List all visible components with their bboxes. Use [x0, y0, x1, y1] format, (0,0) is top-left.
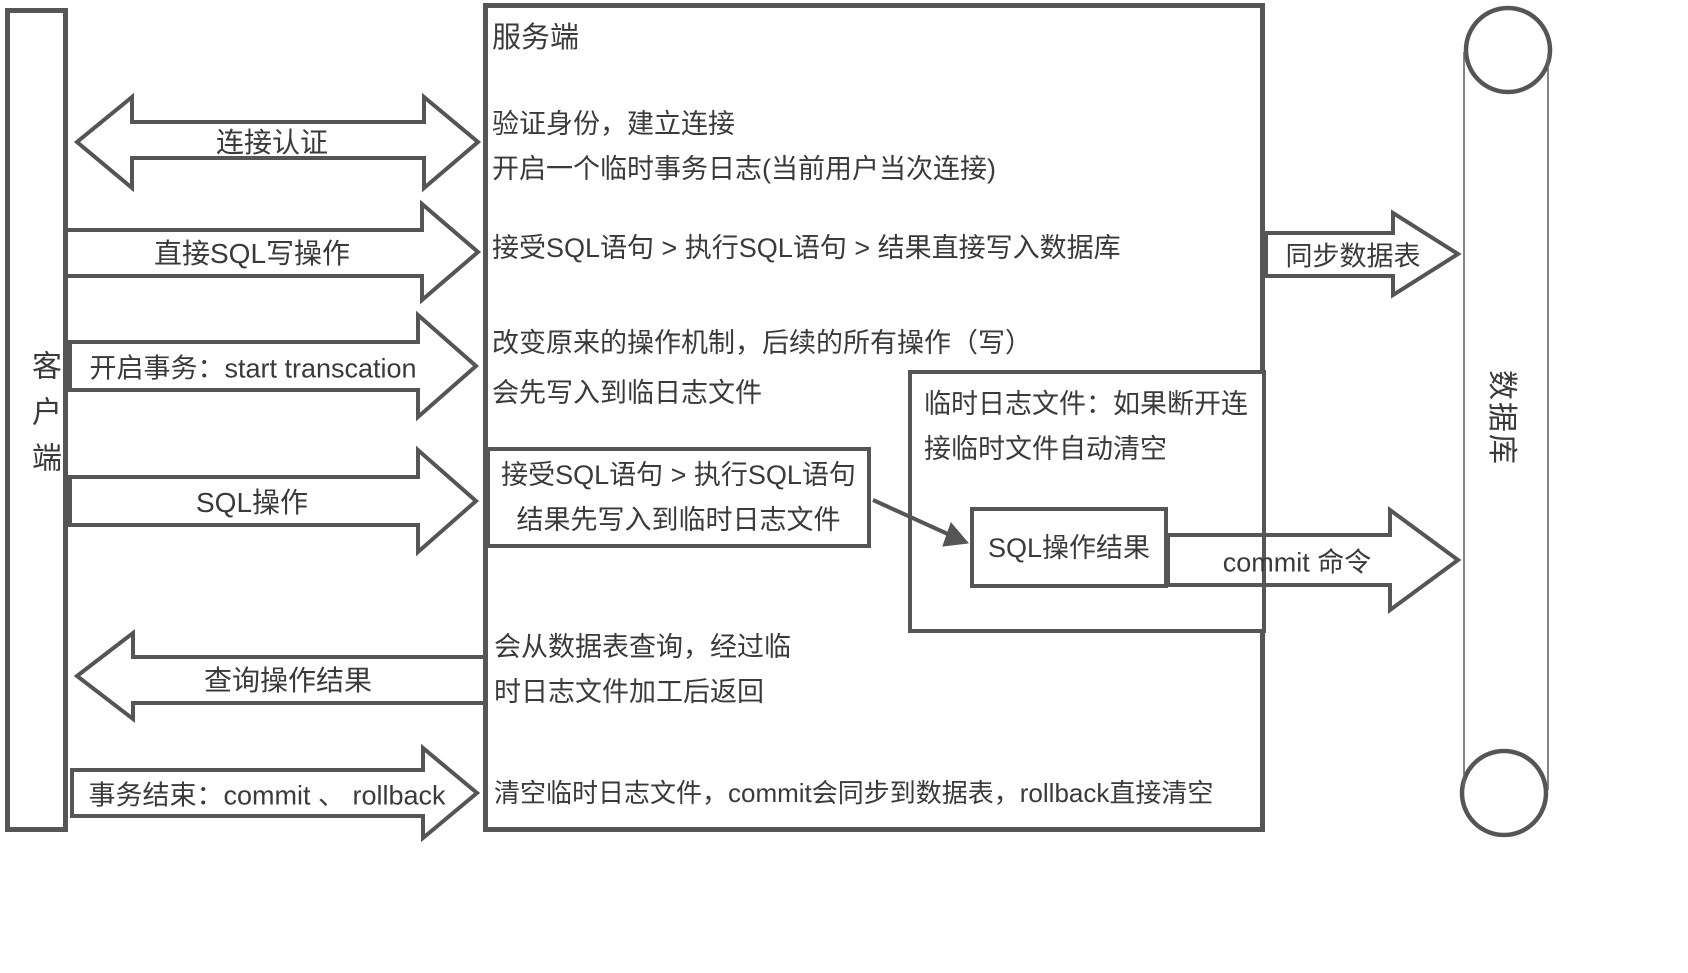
- server-auth-line1: 验证身份，建立连接: [492, 109, 735, 139]
- temp-log-line2: 接临时文件自动清空: [924, 434, 1167, 464]
- direct-sql-write-label: 直接SQL写操作: [153, 238, 351, 269]
- server-direct-sql-line: 接受SQL语句 > 执行SQL语句 > 结果直接写入数据库: [492, 233, 1121, 263]
- server-query-line1: 会从数据表查询，经过临: [494, 632, 791, 662]
- server-auth-line2: 开启一个临时事务日志(当前用户当次连接): [492, 154, 996, 184]
- temp-log-line1: 临时日志文件：如果断开连: [924, 389, 1248, 419]
- client-label: 客户端: [27, 350, 60, 488]
- transaction-end-label: 事务结束：commit 、 rollback: [88, 780, 446, 811]
- query-result-label: 查询操作结果: [203, 665, 373, 696]
- database-label: 数据库: [1485, 370, 1518, 466]
- sql-receive-box: 接受SQL语句 > 执行SQL语句 结果先写入到临时日志文件: [486, 447, 871, 548]
- sql-result-box: SQL操作结果: [970, 507, 1168, 588]
- temp-log-box: 临时日志文件：如果断开连 接临时文件自动清空: [908, 370, 1266, 633]
- client-box: [5, 8, 68, 832]
- server-title: 服务端: [492, 22, 580, 54]
- server-transaction-line1: 改变原来的操作机制，后续的所有操作（写）: [492, 328, 1032, 358]
- commit-command-label: commit 命令: [1222, 547, 1372, 578]
- server-end-line: 清空临时日志文件，commit会同步到数据表，rollback直接清空: [494, 778, 1214, 808]
- sql-operation-label: SQL操作: [195, 487, 309, 518]
- sync-table-label: 同步数据表: [1285, 241, 1421, 272]
- server-query-line2: 时日志文件加工后返回: [494, 677, 764, 707]
- connect-auth-label: 连接认证: [215, 127, 329, 158]
- sql-result-label: SQL操作结果: [987, 532, 1151, 563]
- start-transaction-label: 开启事务：start transcation: [89, 353, 417, 384]
- sql-receive-line1: 接受SQL语句 > 执行SQL语句: [501, 459, 856, 490]
- database-bottom-circle: [1459, 748, 1549, 838]
- sql-receive-line2: 结果先写入到临时日志文件: [516, 504, 841, 535]
- database-top-circle: [1463, 5, 1553, 95]
- server-transaction-line2: 会先写入到临日志文件: [492, 378, 762, 408]
